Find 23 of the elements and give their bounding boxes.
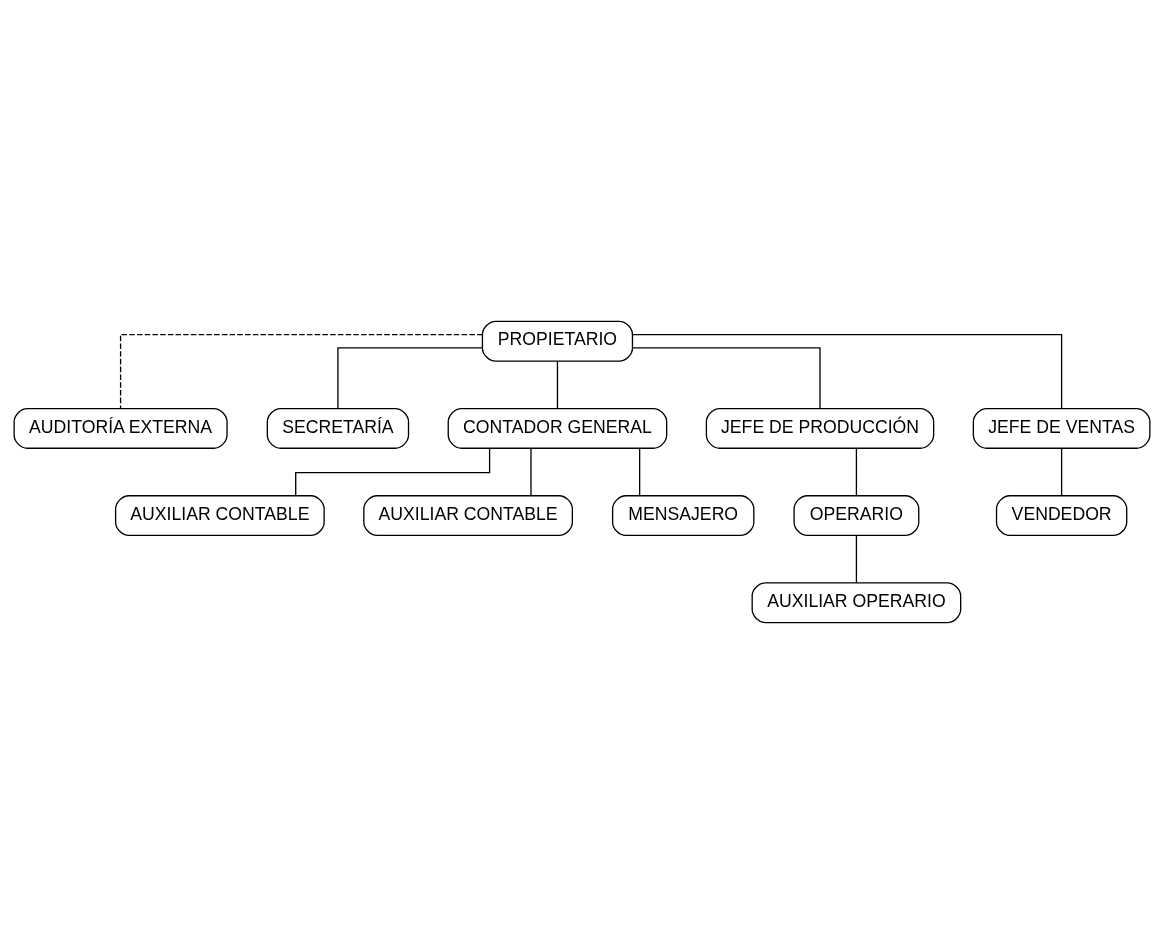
connector: [639, 447, 641, 497]
connector: [1060, 447, 1063, 497]
node-box: PROPIETARIO: [481, 320, 634, 362]
node-box: CONTADOR GENERAL: [447, 407, 668, 449]
connector: [855, 447, 858, 497]
connector: [632, 334, 1063, 410]
connector: [295, 447, 491, 497]
node-box: VENDEDOR: [995, 495, 1128, 537]
node-box: JEFE DE PRODUCCIÓN: [705, 407, 935, 449]
connector: [337, 347, 483, 410]
connector: [632, 347, 821, 410]
connector: [530, 447, 532, 497]
node-box: JEFE DE VENTAS: [972, 407, 1151, 449]
connector: [855, 535, 858, 584]
node-box: AUXILIAR CONTABLE: [114, 495, 325, 537]
connector: [556, 360, 559, 409]
node-box: AUDITORÍA EXTERNA: [13, 407, 228, 449]
node-box: MENSAJERO: [611, 495, 755, 537]
node-box: SECRETARÍA: [266, 407, 410, 449]
node-box: AUXILIAR OPERARIO: [751, 582, 962, 624]
connector: [119, 334, 484, 410]
node-box: AUXILIAR CONTABLE: [363, 495, 573, 537]
node-box: OPERARIO: [793, 495, 920, 537]
